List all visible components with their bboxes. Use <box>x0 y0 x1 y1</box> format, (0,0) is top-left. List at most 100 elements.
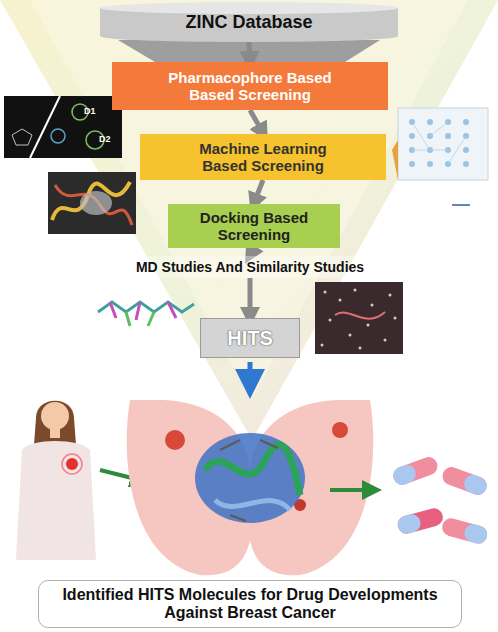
flow-arrow <box>250 248 254 255</box>
protein-structure-part <box>215 500 290 510</box>
md-simulation-box-part-part <box>349 334 352 337</box>
docking-inset-part <box>80 191 112 215</box>
pharmacophore-inset <box>4 96 122 158</box>
process-band: MD Studies And Similarity Studies <box>92 256 408 278</box>
node-text: Identified HITS Molecules for Drug Devel… <box>45 586 455 623</box>
machine-learning-inset-part-part <box>463 161 469 167</box>
patient-figure-part <box>62 454 82 474</box>
funnel-background-part <box>118 40 380 62</box>
docking-inset-part <box>48 172 136 234</box>
pills-illustration-part-part <box>462 472 490 497</box>
md-simulation-box-part-part <box>321 344 324 347</box>
down-arrow-part <box>248 362 253 384</box>
process-band: Pharmacophore Based Based Screening <box>112 62 388 110</box>
molecule-image-part <box>110 302 176 320</box>
molecule-image-part <box>126 312 154 326</box>
node-text: Docking Based Screening <box>189 209 319 244</box>
node-text: HITS <box>227 327 273 350</box>
pills-illustration <box>330 455 489 546</box>
md-simulation-box-part-part <box>389 294 392 297</box>
docking-inset-part <box>55 185 132 225</box>
machine-learning-inset <box>392 108 488 205</box>
node-text: MD Studies And Similarity Studies <box>136 259 364 275</box>
md-simulation-box-part-part <box>359 347 362 350</box>
pills-illustration-part-part <box>396 512 423 535</box>
protein-structure-part <box>205 445 300 495</box>
funnel-background-part <box>30 0 468 400</box>
pharmacophore-inset-part <box>4 96 122 158</box>
down-arrow <box>250 362 251 384</box>
md-simulation-box-part-part <box>367 324 370 327</box>
pills-illustration-part-part <box>462 522 489 545</box>
breast-illustration <box>127 400 374 575</box>
pharmacophore-label: D2 <box>99 134 111 144</box>
pills-illustration-part <box>440 465 489 498</box>
pharmacophore-inset-part <box>30 96 60 158</box>
protein-structure <box>195 433 305 523</box>
pills-illustration-part-part <box>396 506 445 535</box>
node-text: Machine Learning Based Screening <box>188 140 338 175</box>
md-simulation-box-part <box>321 289 397 350</box>
docking-inset <box>48 172 136 234</box>
machine-learning-inset-part-part <box>463 119 469 125</box>
funnel-background-part <box>0 0 498 440</box>
machine-learning-inset-part-part <box>463 147 469 153</box>
flow-arrow <box>248 278 253 317</box>
machine-learning-inset-part-part <box>409 133 415 139</box>
flow-arrow <box>254 180 263 203</box>
machine-learning-inset-part <box>452 204 470 206</box>
node-text: Pharmacophore Based Based Screening <box>160 69 340 104</box>
pills-illustration-part <box>330 488 372 492</box>
machine-learning-inset-part <box>409 119 469 167</box>
machine-learning-inset-part <box>392 140 398 180</box>
molecule-image <box>98 302 194 326</box>
pills-illustration-part <box>391 455 440 488</box>
pills-illustration-part <box>440 516 489 545</box>
md-simulation-box-part-part <box>371 304 374 307</box>
md-simulation-box <box>315 282 403 354</box>
pills-illustration-part-part <box>391 462 419 487</box>
patient-figure-part <box>16 441 96 560</box>
patient-figure <box>16 401 140 560</box>
flow-arrow <box>249 42 250 61</box>
cylinder-body <box>100 8 398 42</box>
pills-illustration-part-part <box>440 465 489 498</box>
protein-structure-part <box>220 440 278 521</box>
machine-learning-inset-part-part <box>409 161 415 167</box>
md-simulation-box-part-part <box>394 317 397 320</box>
process-band: Machine Learning Based Screening <box>140 134 386 180</box>
patient-figure-part <box>66 458 78 470</box>
md-simulation-box-part-part <box>329 319 332 322</box>
protein-structure-part <box>195 433 305 523</box>
hits-box: HITS <box>200 318 300 358</box>
flow-arrow <box>250 110 263 133</box>
patient-figure-part <box>41 402 69 430</box>
md-simulation-box-part-part <box>384 339 387 342</box>
machine-learning-inset-part <box>398 108 488 180</box>
pills-illustration-part-part <box>391 455 440 488</box>
machine-learning-inset-part-part <box>427 161 433 167</box>
node-text: ZINC Database <box>185 12 312 33</box>
process-band: Docking Based Screening <box>168 204 340 248</box>
patient-figure-part <box>50 428 60 438</box>
pharmacophore-inset-part <box>12 129 32 145</box>
machine-learning-inset-part-part <box>427 119 433 125</box>
pharmacophore-inset-part <box>51 129 65 143</box>
md-simulation-box-part-part <box>324 291 327 294</box>
breast-illustration-part <box>332 422 348 438</box>
md-simulation-box-part-part <box>339 299 342 302</box>
funnel-background <box>0 0 498 440</box>
md-simulation-box-part <box>315 282 403 354</box>
result-box: Identified HITS Molecules for Drug Devel… <box>38 580 462 628</box>
machine-learning-inset-part-part <box>445 133 451 139</box>
pharmacophore-label: D1 <box>84 106 96 116</box>
md-simulation-box-part-part <box>354 289 357 292</box>
md-simulation-box-part <box>335 312 385 319</box>
pills-illustration-part-part <box>440 516 489 545</box>
machine-learning-inset-part <box>412 122 466 164</box>
breast-illustration-part <box>165 430 185 450</box>
pills-illustration-part <box>396 506 445 535</box>
patient-figure-part <box>34 401 76 445</box>
database-cylinder: ZINC Database <box>100 2 398 42</box>
